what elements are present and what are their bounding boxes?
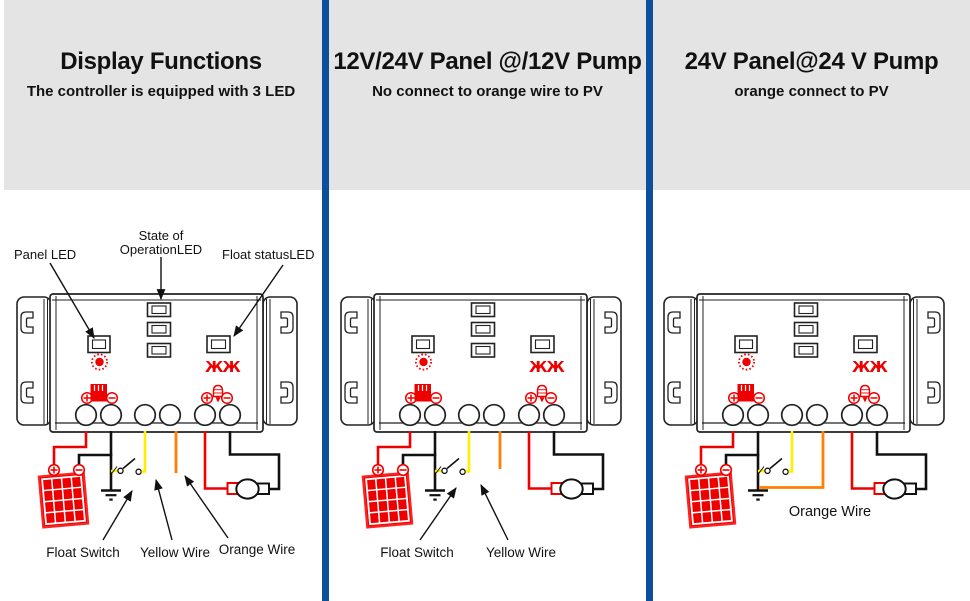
controller-unit-1 [17, 294, 297, 527]
controller-unit-2 [341, 294, 621, 527]
operation-led-label-line1: State of [138, 228, 184, 243]
operation-led-label-line2: OperationLED [119, 241, 203, 257]
header-band-3 [653, 0, 970, 190]
section-1-header: Display Functions The controller is equi… [0, 48, 322, 100]
arrow-float-switch-1 [102, 490, 133, 541]
arrow-float-status-led [233, 264, 284, 337]
yellow-wire-label-2: Yellow Wire [485, 545, 557, 560]
controller-unit-3 [664, 294, 944, 527]
section-2-subtitle: No connect to orange wire to PV [372, 83, 603, 100]
divider-bar-2 [646, 0, 653, 601]
arrow-yellow-wire-2 [480, 484, 509, 541]
section-1-subtitle: The controller is equipped with 3 LED [26, 83, 296, 100]
yellow-wire-label-1: Yellow Wire [139, 545, 211, 560]
arrow-orange-wire-1 [184, 475, 229, 539]
annotation-arrows [49, 257, 509, 541]
header-band-2 [329, 0, 646, 190]
header-band-1 [4, 0, 322, 190]
section-3-header: 24V Panel@24 V Pump orange connect to PV [653, 48, 970, 100]
divider-bar-1 [322, 0, 329, 601]
float-switch-label-1: Float Switch [46, 545, 120, 560]
section-3-subtitle: orange connect to PV [734, 83, 889, 100]
orange-wire-label-1: Orange Wire [218, 542, 296, 557]
section-3-title: 24V Panel@24 V Pump [684, 48, 939, 75]
section-2-header: 12V/24V Panel @/12V Pump No connect to o… [329, 48, 646, 100]
arrow-panel-led [49, 262, 95, 339]
arrow-yellow-wire-1 [154, 478, 173, 541]
section-1-title: Display Functions [60, 48, 262, 75]
float-status-label: Float statusLED [222, 247, 315, 262]
orange-wire-connected-to-pv [759, 431, 825, 489]
arrow-float-switch-2 [419, 487, 457, 541]
panel-led-label: Panel LED [14, 247, 77, 262]
operation-led-label: State of OperationLED [106, 229, 216, 256]
section-2-title: 12V/24V Panel @/12V Pump [333, 48, 642, 75]
float-switch-label-2: Float Switch [380, 545, 454, 560]
orange-wire-label-3: Orange Wire [788, 504, 872, 520]
